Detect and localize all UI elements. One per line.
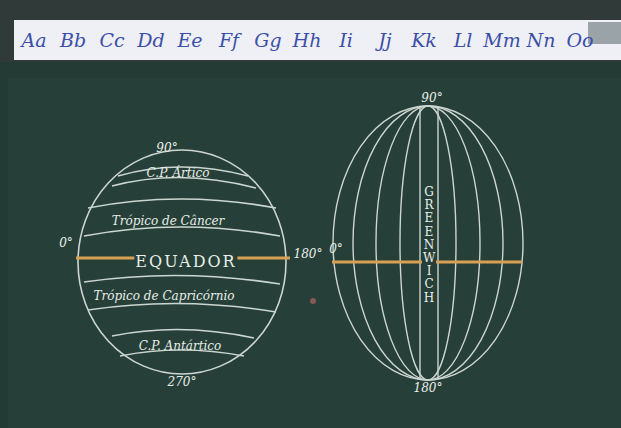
degree-label: 90° xyxy=(421,92,442,104)
circle-label: C.P. Antártico xyxy=(139,340,222,352)
alphabet-letter: Ff xyxy=(219,31,239,50)
degree-label: 0° xyxy=(59,237,73,249)
alphabet-letter: Hh xyxy=(293,31,322,50)
alphabet-letter: Ee xyxy=(177,31,202,50)
alphabet-letter: Ii xyxy=(339,31,353,50)
meridian-label: GREENWICH xyxy=(422,184,436,307)
alphabet-letter: Ll xyxy=(454,31,473,50)
alphabet-letter: Bb xyxy=(60,31,86,50)
alphabet-letter: Gg xyxy=(254,31,281,50)
alphabet-letter: Aa xyxy=(21,31,46,50)
alphabet-letter: Kk xyxy=(411,31,437,50)
degree-label: 180° xyxy=(414,382,443,394)
degree-label: 180° xyxy=(294,248,323,260)
alphabet-letter: Nn xyxy=(527,31,556,50)
alphabet-letter: Oo xyxy=(566,31,593,50)
alphabet-letter: Jj xyxy=(378,31,392,50)
tropic-label: Trópico de Capricórnio xyxy=(94,290,235,302)
equator-label: EQUADOR xyxy=(134,252,237,272)
degree-label: 0° xyxy=(329,243,343,255)
degree-label: 270° xyxy=(168,376,197,388)
alphabet-letter: Cc xyxy=(99,31,124,50)
circle-label: C.P. Ártico xyxy=(147,167,210,179)
tropic-label: Trópico de Câncer xyxy=(112,215,224,227)
degree-label: 90° xyxy=(156,142,177,154)
alphabet-letter: Dd xyxy=(137,31,164,50)
alphabet-letter: Mm xyxy=(483,31,520,50)
